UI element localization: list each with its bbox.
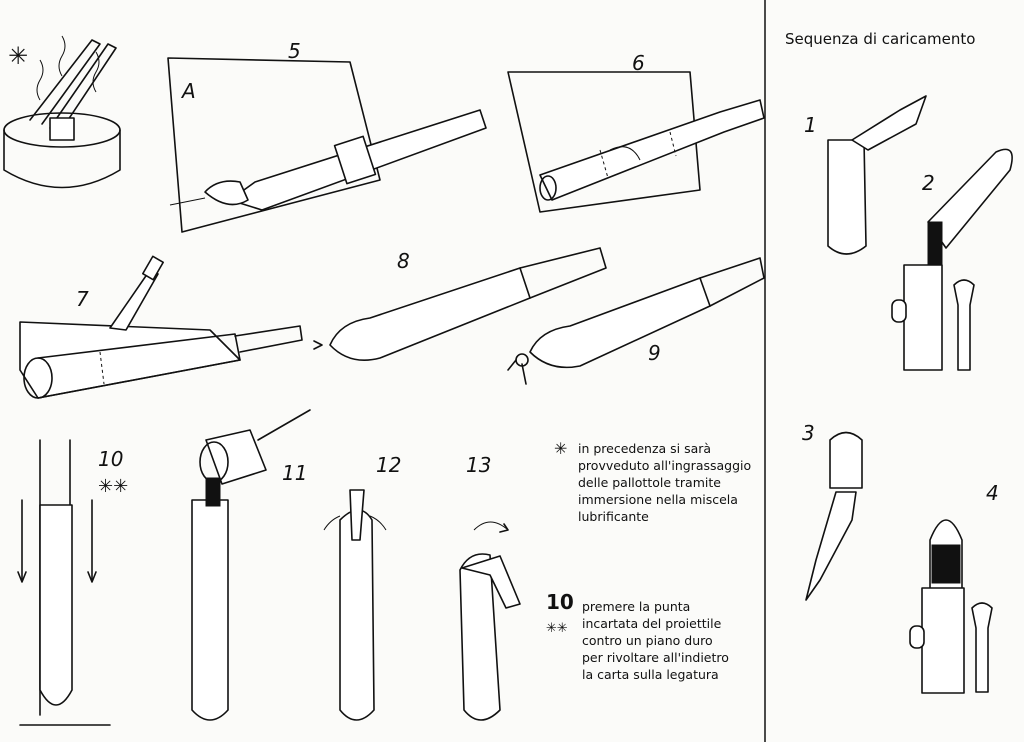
- sidebar-step-3-illustration: [805, 431, 863, 601]
- step-number-7: 7: [76, 287, 89, 311]
- step-number-13: 13: [466, 453, 491, 477]
- step-5-illustration: [167, 57, 487, 233]
- sidebar-title: Sequenza di caricamento: [785, 30, 975, 48]
- note-line: lubrificante: [578, 509, 649, 524]
- note-line: incartata del proiettile: [582, 616, 722, 631]
- double-asterisk-mark: ✳✳: [98, 476, 128, 497]
- sidebar-step-2-illustration: [891, 148, 1013, 371]
- note-line: in precedenza si sarà: [578, 441, 712, 456]
- step-number-8: 8: [397, 249, 410, 273]
- step-number-9: 9: [648, 341, 661, 365]
- note-asterisk-marker: ✳: [554, 439, 568, 458]
- label-a: A: [180, 79, 196, 103]
- step-6-illustration: [507, 71, 765, 213]
- sidebar-step-number-3: 3: [802, 421, 815, 445]
- sidebar-step-number-2: 2: [922, 171, 935, 195]
- step-11-illustration: [191, 409, 311, 721]
- step-number-10: 10: [98, 447, 123, 471]
- step-number-6: 6: [632, 51, 645, 75]
- note-line: delle pallottole tramite: [578, 475, 721, 490]
- sidebar-step-4-illustration: [909, 519, 993, 694]
- step-number-12: 12: [376, 453, 401, 477]
- step-7-illustration: [19, 255, 303, 399]
- note-asterisk: ✳ in precedenza si sarà provveduto all'i…: [554, 439, 752, 525]
- asterisk-mark: ✳: [8, 42, 28, 70]
- step-12-illustration: [323, 489, 387, 721]
- note-line: provveduto all'ingrassaggio: [578, 458, 752, 473]
- step-9-illustration: [507, 257, 765, 385]
- lubricant-pot-illustration: [3, 35, 121, 189]
- note-double-asterisk: 10 ✳✳ premere la punta incartata del pro…: [546, 592, 729, 683]
- note-line: per rivoltare all'indietro: [582, 650, 729, 665]
- note-line: premere la punta: [582, 599, 691, 614]
- step-10-illustration: [17, 439, 111, 726]
- note-line: la carta sulla legatura: [582, 667, 719, 682]
- sidebar-step-number-1: 1: [804, 113, 817, 137]
- note-step-number: 10: [546, 590, 574, 614]
- sidebar-step-1-illustration: [827, 95, 927, 255]
- note-line: immersione nella miscela: [578, 492, 738, 507]
- step-number-5: 5: [288, 39, 301, 63]
- sidebar-step-number-4: 4: [986, 481, 999, 505]
- step-8-illustration: [313, 247, 607, 361]
- note-line: contro un piano duro: [582, 633, 713, 648]
- step-number-11: 11: [282, 461, 307, 485]
- note-double-asterisk-marker: ✳✳: [546, 621, 568, 636]
- step-13-illustration: [459, 521, 521, 721]
